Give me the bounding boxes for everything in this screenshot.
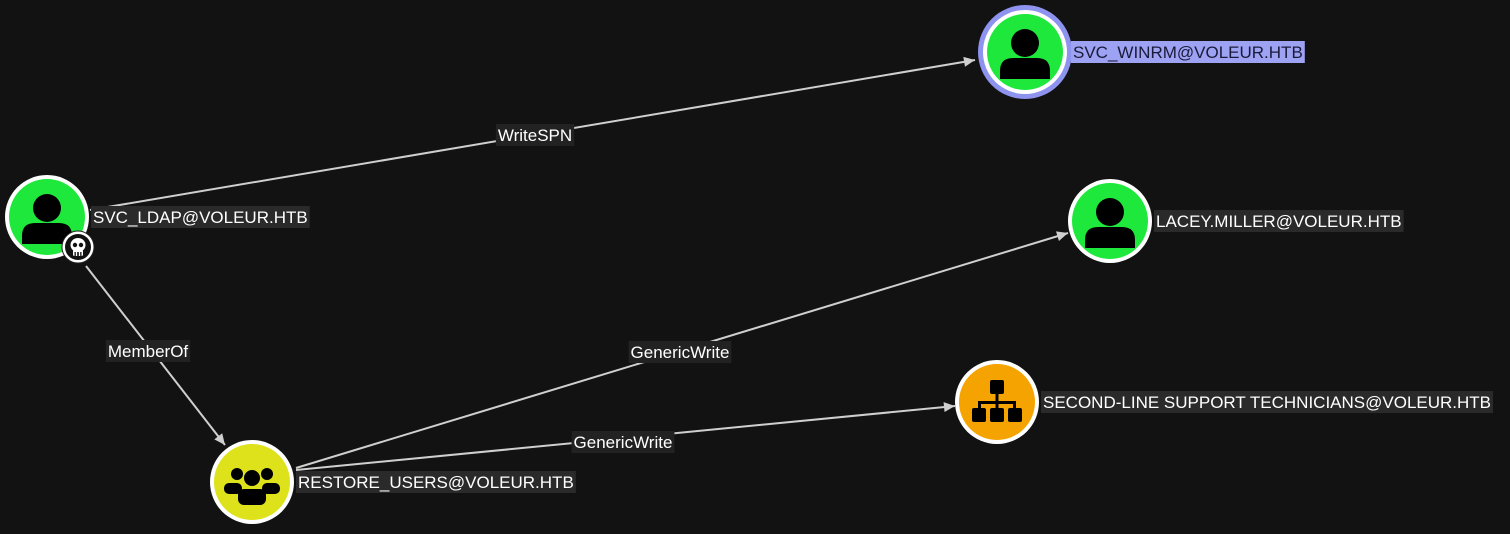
edge-arrowhead: [214, 433, 225, 445]
edge-label-text: GenericWrite: [631, 343, 730, 362]
group-icon: [224, 468, 280, 505]
edge-label-bg: [571, 431, 675, 453]
node-label-text: RESTORE_USERS@VOLEUR.HTB: [298, 473, 574, 492]
node-label-bg: [1041, 391, 1494, 413]
node-label[interactable]: SECOND-LINE SUPPORT TECHNICIANS@VOLEUR.H…: [1041, 391, 1494, 413]
edge-label-text: GenericWrite: [574, 433, 673, 452]
node-label[interactable]: SVC_LDAP@VOLEUR.HTB: [91, 206, 310, 228]
node-label-bg: [91, 206, 310, 228]
node-label-text: SVC_LDAP@VOLEUR.HTB: [93, 208, 308, 227]
user-icon: [1085, 198, 1135, 248]
node-svc-ldap[interactable]: SVC_LDAP@VOLEUR.HTB: [5, 175, 310, 264]
edge-label-bg: [495, 124, 575, 146]
user-icon: [1000, 29, 1050, 79]
node-label[interactable]: LACEY.MILLER@VOLEUR.HTB: [1154, 210, 1404, 232]
user-icon: [22, 194, 72, 244]
node-label-bg: [1154, 210, 1404, 232]
skull-icon: [61, 230, 95, 264]
node-label-bg: [1071, 41, 1305, 63]
edge-label-bg: [628, 341, 732, 363]
edge-label[interactable]: GenericWrite: [571, 431, 675, 453]
edge-label[interactable]: WriteSPN: [495, 124, 575, 146]
edge-genericwrite-3[interactable]: GenericWrite: [295, 402, 956, 471]
edge-arrowhead: [943, 402, 955, 413]
edge-label[interactable]: GenericWrite: [628, 341, 732, 363]
nodes-layer: SVC_WINRM@VOLEUR.HTB SVC_LDAP@VOLEUR.HTB L…: [5, 5, 1494, 524]
node-second-line[interactable]: SECOND-LINE SUPPORT TECHNICIANS@VOLEUR.H…: [955, 360, 1494, 444]
edge-arrowhead: [963, 56, 975, 67]
hierarchy-icon: [972, 380, 1022, 422]
node-restore-users[interactable]: RESTORE_USERS@VOLEUR.HTB: [210, 440, 576, 524]
edge-label-bg: [105, 340, 191, 362]
edge-arrowhead: [1056, 231, 1068, 241]
edge-writespn-0[interactable]: WriteSPN: [89, 56, 976, 211]
node-label-text: SECOND-LINE SUPPORT TECHNICIANS@VOLEUR.H…: [1043, 393, 1491, 412]
node-lacey-miller[interactable]: LACEY.MILLER@VOLEUR.HTB: [1068, 179, 1404, 263]
node-label[interactable]: SVC_WINRM@VOLEUR.HTB: [1071, 41, 1305, 63]
node-svc-winrm[interactable]: SVC_WINRM@VOLEUR.HTB: [978, 5, 1305, 99]
node-label-bg: [296, 471, 576, 493]
edge-label-text: WriteSPN: [498, 126, 572, 145]
node-label[interactable]: RESTORE_USERS@VOLEUR.HTB: [296, 471, 576, 493]
edge-label-text: MemberOf: [108, 342, 189, 361]
edge-memberof-1[interactable]: MemberOf: [85, 265, 226, 446]
node-label-text: SVC_WINRM@VOLEUR.HTB: [1073, 43, 1303, 62]
edge-label[interactable]: MemberOf: [105, 340, 191, 362]
node-label-text: LACEY.MILLER@VOLEUR.HTB: [1156, 212, 1402, 231]
edge-genericwrite-2[interactable]: GenericWrite: [295, 231, 1069, 469]
